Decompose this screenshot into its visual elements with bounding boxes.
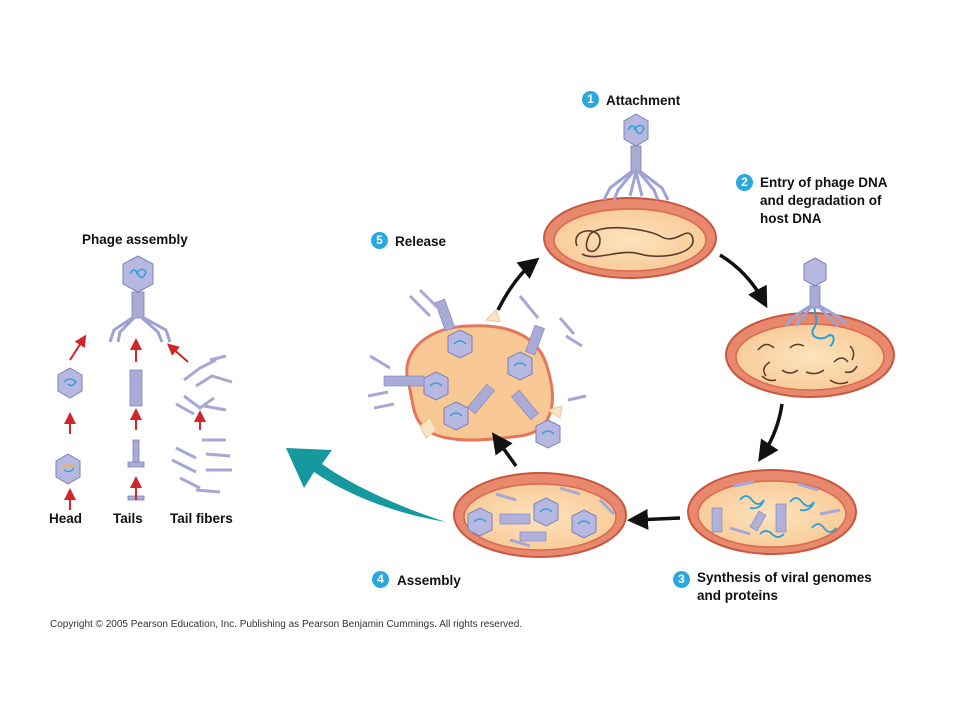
cell-attachment bbox=[543, 197, 717, 279]
tail-proteins bbox=[711, 503, 787, 533]
step-2-label: Entry of phage DNA and degradation of ho… bbox=[760, 175, 888, 226]
arrow-5-to-1 bbox=[496, 257, 540, 311]
part-label-head: Head bbox=[49, 511, 83, 526]
part-label-tails: Tails bbox=[113, 511, 143, 526]
phage-assembly-title: Phage assembly bbox=[82, 232, 188, 247]
step-3-badge: 3 bbox=[673, 571, 690, 588]
part-label-tail-fibers: Tail fibers bbox=[170, 511, 233, 526]
released-tails bbox=[383, 298, 545, 421]
fiber-proteins bbox=[729, 480, 841, 536]
teal-arrow-to-assembly bbox=[286, 448, 446, 522]
host-dna-intact bbox=[575, 227, 694, 258]
degraded-host-dna bbox=[757, 343, 858, 385]
cell-assembly bbox=[453, 472, 627, 558]
step-1-badge: 1 bbox=[582, 91, 599, 108]
step-5-label: Release bbox=[395, 234, 447, 249]
phage-injecting bbox=[784, 257, 848, 328]
arrow-2-to-3 bbox=[758, 403, 784, 462]
phage-attaching bbox=[602, 113, 670, 201]
step-2-badge: 2 bbox=[736, 174, 753, 191]
copyright-notice: Copyright © 2005 Pearson Education, Inc.… bbox=[50, 619, 523, 630]
assembling-heads bbox=[467, 497, 597, 539]
arrow-1-to-2 bbox=[719, 253, 768, 309]
cell-release bbox=[367, 288, 587, 449]
tail-fiber-column bbox=[171, 354, 233, 494]
released-phages bbox=[423, 329, 561, 449]
phage-dna-entering bbox=[811, 299, 835, 347]
arrow-4-to-5 bbox=[491, 432, 518, 468]
arrow-3-to-4 bbox=[627, 508, 681, 530]
step-5-badge: 5 bbox=[371, 232, 388, 249]
step-3-label: Synthesis of viral genomes and proteins bbox=[697, 570, 872, 603]
cell-synthesis bbox=[687, 469, 857, 555]
cycle-arrows bbox=[491, 253, 784, 530]
assembling-tails bbox=[499, 513, 547, 542]
step-4-badge: 4 bbox=[372, 571, 389, 588]
red-arrows bbox=[64, 334, 206, 510]
cell-entry bbox=[725, 299, 895, 398]
step-4-label: Assembly bbox=[397, 573, 461, 588]
viral-dna-copies bbox=[739, 495, 837, 538]
assembled-phage bbox=[108, 255, 172, 343]
step-1-label: Attachment bbox=[606, 93, 681, 108]
head-column bbox=[55, 367, 83, 485]
